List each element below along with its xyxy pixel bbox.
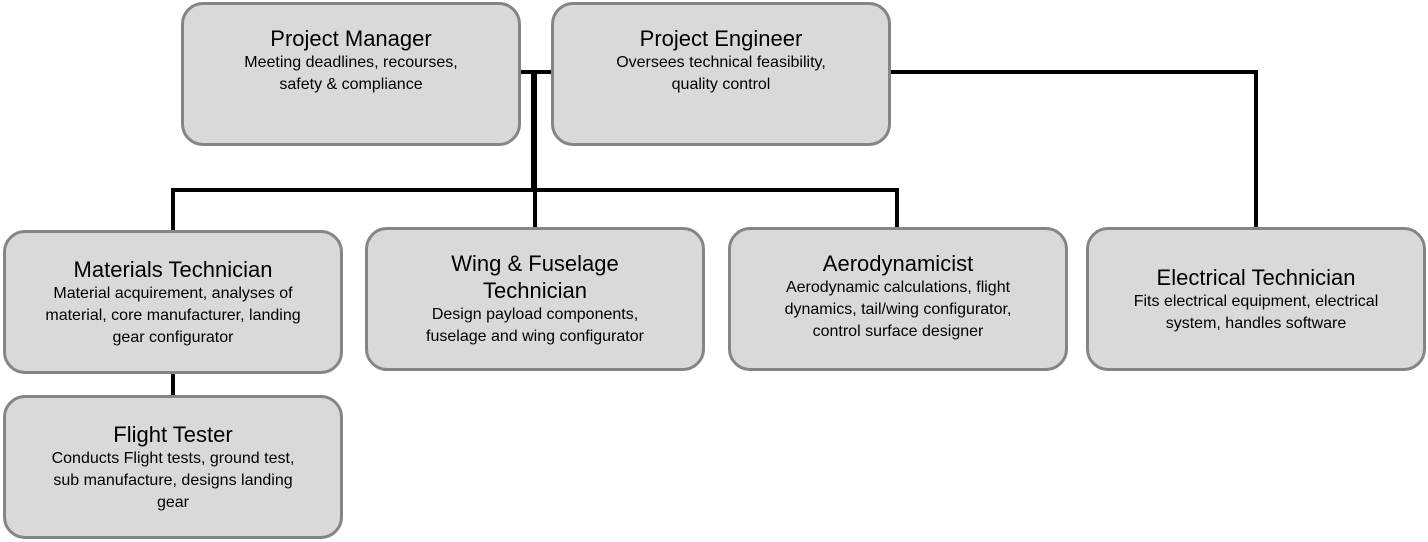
node-description: Conducts Flight tests, ground test, sub … xyxy=(51,449,295,511)
node-title: Flight Tester xyxy=(113,421,233,447)
project-engineer-box: Project Engineer Oversees technical feas… xyxy=(551,2,891,146)
flight-tester-box: Flight Tester Conducts Flight tests, gro… xyxy=(3,395,343,539)
node-description: Meeting deadlines, recourses, safety & c… xyxy=(244,53,458,93)
node-title: Aerodynamicist xyxy=(822,250,974,276)
node-title: Electrical Technician xyxy=(1156,264,1356,290)
node-description: Design payload components, fuselage and … xyxy=(426,306,644,345)
node-title: Materials Technician xyxy=(73,256,273,282)
node-description: Material acquirement, analyses of materi… xyxy=(45,284,301,346)
project-manager-box: Project Manager Meeting deadlines, recou… xyxy=(181,2,521,146)
materials-technician-box: Materials Technician Material acquiremen… xyxy=(3,230,343,374)
node-title: Project Manager xyxy=(270,25,432,51)
node-description: Aerodynamic calculations, flight dynamic… xyxy=(784,278,1012,340)
wing-fuselage-technician-box: Wing & Fuselage Technician Design payloa… xyxy=(365,227,705,371)
aerodynamicist-box: Aerodynamicist Aerodynamic calculations,… xyxy=(728,227,1068,371)
node-title: Wing & Fuselage Technician xyxy=(451,251,619,303)
electrical-technician-box: Electrical Technician Fits electrical eq… xyxy=(1086,227,1426,371)
node-description: Oversees technical feasibility, quality … xyxy=(616,53,826,93)
node-title: Project Engineer xyxy=(639,25,803,51)
node-description: Fits electrical equipment, electrical sy… xyxy=(1133,292,1379,332)
